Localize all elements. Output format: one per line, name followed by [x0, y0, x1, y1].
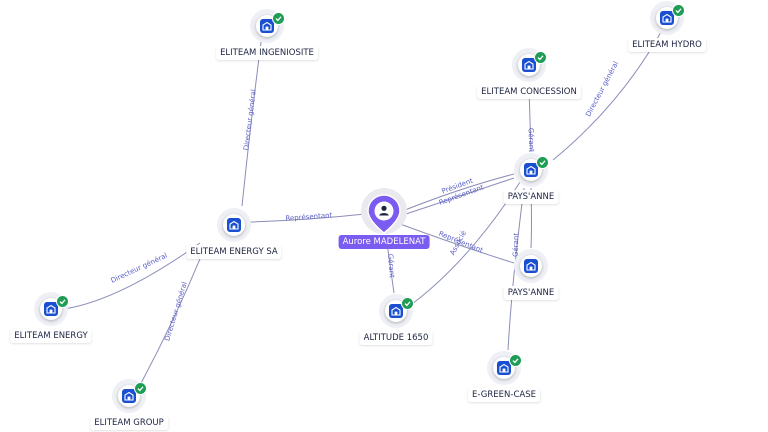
building-icon [122, 389, 136, 403]
building-icon [497, 361, 511, 375]
company-name-label: ELITEAM ENERGY SA [186, 245, 282, 259]
person-icon [367, 194, 401, 234]
company-name-label: ELITEAM CONCESSION [477, 85, 581, 99]
building-icon [227, 218, 241, 232]
edge-relation-label: Représentant [285, 211, 333, 222]
edge-relation-label: Gérant [386, 254, 396, 279]
verified-check-icon [272, 12, 285, 25]
company-name-label: ELITEAM INGENIOSITE [216, 46, 318, 60]
edge-person-paysanne-2 [399, 223, 515, 264]
edge-relation-label: Directeur général [163, 281, 189, 342]
verified-check-icon [534, 51, 547, 64]
edge-person-energy-sa [249, 213, 366, 223]
company-name-label: ALTITUDE 1650 [359, 331, 433, 345]
verified-check-icon [509, 354, 522, 367]
company-name-label: ELITEAM GROUP [90, 416, 168, 430]
company-name-label: PAYS'ANNE [503, 286, 559, 300]
company-name-label: PAYS'ANNE [503, 190, 559, 204]
verified-check-icon [536, 156, 549, 169]
building-icon [660, 11, 674, 25]
verified-check-icon [401, 297, 414, 310]
edge-paysanne-e-green-case [507, 187, 525, 351]
verified-check-icon [672, 4, 685, 17]
edge-person-paysanne-president [399, 173, 515, 213]
edge-relation-label: Directeur général [584, 60, 620, 118]
building-icon [524, 259, 538, 273]
edge-energy-sa-eliteam-energy [63, 242, 201, 310]
verified-check-icon [134, 382, 147, 395]
person-name-label: Aurore MADELENAT [338, 235, 430, 249]
edge-relation-label: Gérant [527, 128, 536, 153]
building-icon [389, 304, 403, 318]
company-name-label: E-GREEN-CASE [468, 388, 540, 402]
building-icon [260, 19, 274, 33]
edge-relation-label: Gérant [512, 233, 521, 258]
company-name-label: ELITEAM ENERGY [10, 329, 92, 343]
edge-person-paysanne-representant [399, 177, 515, 217]
edge-relation-label: Directeur général [110, 252, 169, 285]
edge-relation-label: Directeur général [242, 89, 257, 151]
building-icon [522, 58, 536, 72]
edge-energy-sa-eliteam-group [138, 246, 206, 388]
building-icon [524, 163, 538, 177]
verified-check-icon [56, 295, 69, 308]
building-icon [44, 302, 58, 316]
company-name-label: ELITEAM HYDRO [628, 38, 706, 52]
